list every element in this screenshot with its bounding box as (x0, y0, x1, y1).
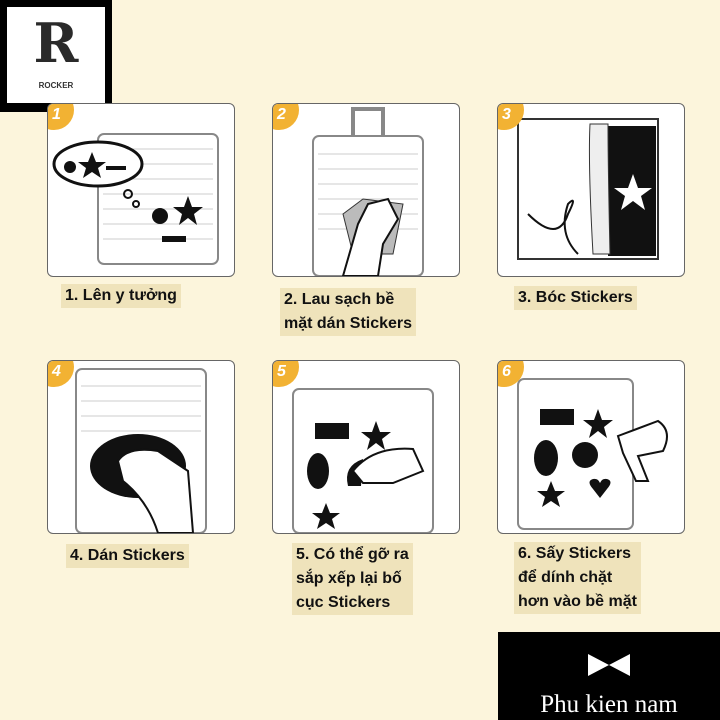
step-3-caption: 3. Bóc Stickers (514, 286, 637, 310)
step-3-panel: 3 (497, 103, 685, 277)
step-6-panel: 6 (497, 360, 685, 534)
suitcase-idea-illustration (52, 133, 219, 265)
step-4-caption: 4. Dán Stickers (66, 544, 189, 568)
step-6-caption: 6. Sấy Stickers để dính chặt hơn vào bề … (514, 542, 641, 614)
step-5-caption: 5. Có thể gỡ ra sắp xếp lại bố cục Stick… (292, 543, 413, 615)
step-2-caption: 2. Lau sạch bề mặt dán Stickers (280, 288, 417, 336)
logo-name: ROCKER (38, 81, 74, 90)
brand-logo: Phu kien nam (498, 632, 720, 720)
rocker-logo: R ROCKER (0, 0, 112, 112)
step-1-caption: 1. Lên y tưởng (61, 284, 181, 308)
apply-sticker-illustration (75, 368, 207, 533)
step-5-panel: 5 (272, 360, 460, 534)
step-2-panel: 2 (272, 103, 460, 277)
step-1-panel: 1 (47, 103, 235, 277)
dry-sticker-illustration (517, 378, 668, 530)
logo-letter: R (33, 11, 79, 75)
step-4-panel: 4 (47, 360, 235, 534)
brand-name: Phu kien nam (540, 691, 678, 718)
bow-tie-icon (588, 654, 630, 676)
peel-sticker-illustration (517, 118, 659, 260)
step-number-badge: 2 (273, 104, 299, 130)
rearrange-sticker-illustration (292, 388, 434, 533)
suitcase-wipe-illustration (312, 107, 424, 276)
